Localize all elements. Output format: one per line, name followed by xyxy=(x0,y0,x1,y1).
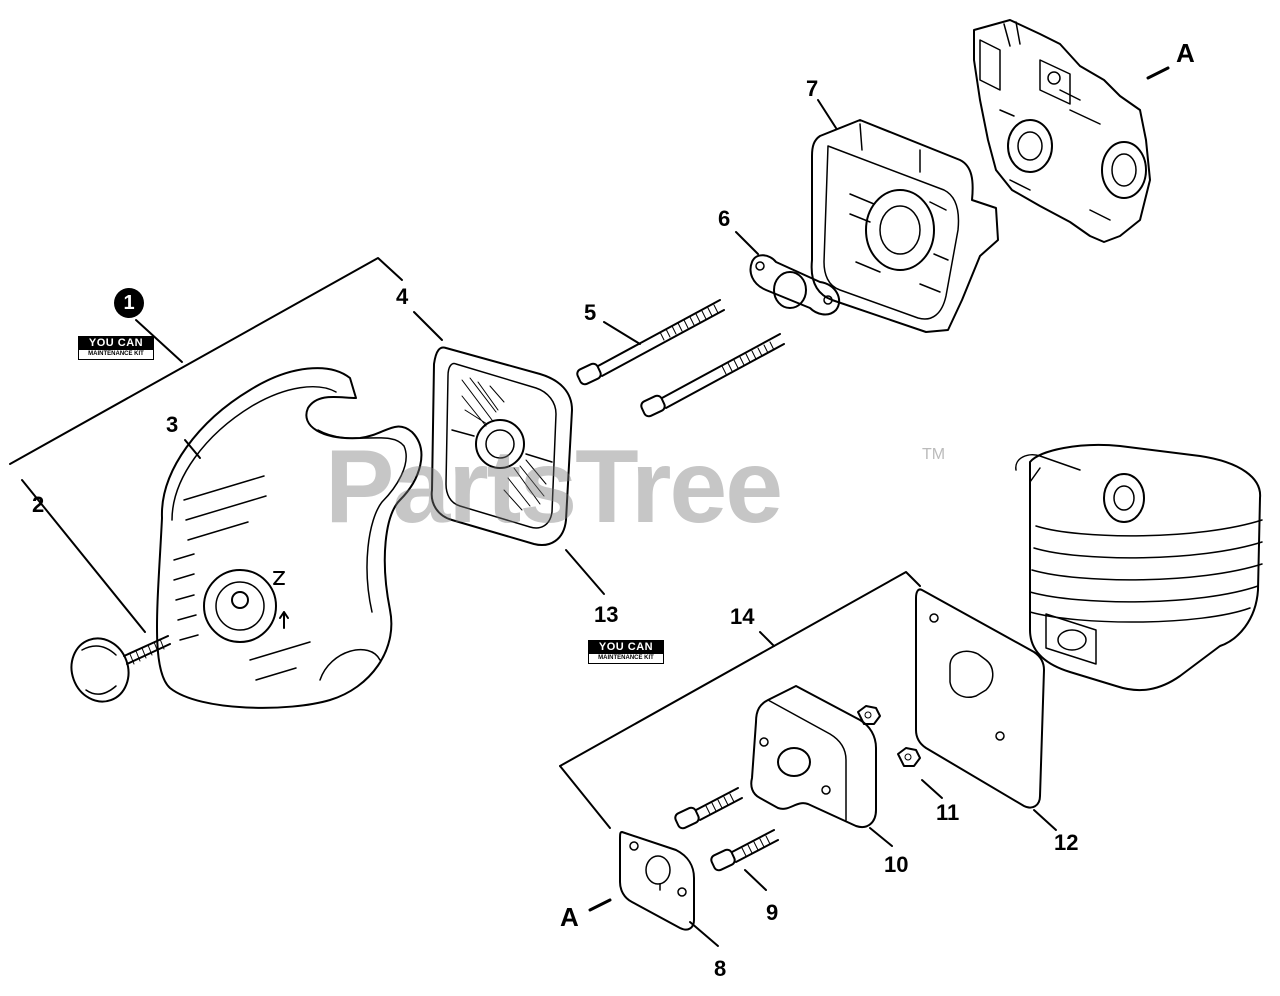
gasket-icon xyxy=(915,588,1045,809)
watermark: PartsTree xyxy=(325,429,783,545)
callout-4[interactable]: 4 xyxy=(396,284,409,309)
trademark-symbol: TM xyxy=(922,446,946,463)
knob-bolt-icon xyxy=(70,635,171,703)
bolt-icon xyxy=(576,299,785,418)
air-cleaner-cover-icon xyxy=(156,367,423,709)
callout-2[interactable]: 2 xyxy=(32,492,45,517)
callout-14[interactable]: 14 xyxy=(730,604,755,629)
callout-8[interactable]: 8 xyxy=(714,956,727,981)
kit-badge-sub: MAINTENANCE KIT xyxy=(598,655,654,661)
carburetor-icon xyxy=(973,19,1151,243)
callout-10[interactable]: 10 xyxy=(884,852,909,877)
callout-a-top[interactable]: A xyxy=(1176,38,1195,68)
kit-badge-sub: MAINTENANCE KIT xyxy=(88,351,144,357)
callout-6[interactable]: 6 xyxy=(718,206,731,231)
maintenance-kit-badge: YOU CAN MAINTENANCE KIT xyxy=(78,336,154,360)
callout-11[interactable]: 11 xyxy=(936,800,960,825)
maintenance-kit-badge: YOU CAN MAINTENANCE KIT xyxy=(588,640,664,664)
callout-3[interactable]: 3 xyxy=(166,412,179,437)
air-filter-icon xyxy=(430,346,573,546)
callout-7[interactable]: 7 xyxy=(806,76,819,101)
leader-lines xyxy=(9,66,1170,947)
gasket-icon xyxy=(619,831,695,931)
gasket-icon xyxy=(749,254,841,316)
bolt-icon xyxy=(674,787,779,872)
kit-number-badge: 1 xyxy=(114,288,144,318)
callout-13[interactable]: 13 xyxy=(594,602,619,627)
insulator-icon xyxy=(750,685,877,828)
kit-badge-main: YOU CAN xyxy=(589,641,663,654)
callout-9[interactable]: 9 xyxy=(766,900,779,925)
air-cleaner-case-icon xyxy=(810,119,999,333)
nut-icon xyxy=(857,705,921,767)
callout-a-bottom[interactable]: A xyxy=(560,902,579,932)
cylinder-icon xyxy=(1015,443,1263,692)
kit-badge-main: YOU CAN xyxy=(79,337,153,350)
callout-12[interactable]: 12 xyxy=(1054,830,1079,855)
callout-5[interactable]: 5 xyxy=(584,300,597,325)
